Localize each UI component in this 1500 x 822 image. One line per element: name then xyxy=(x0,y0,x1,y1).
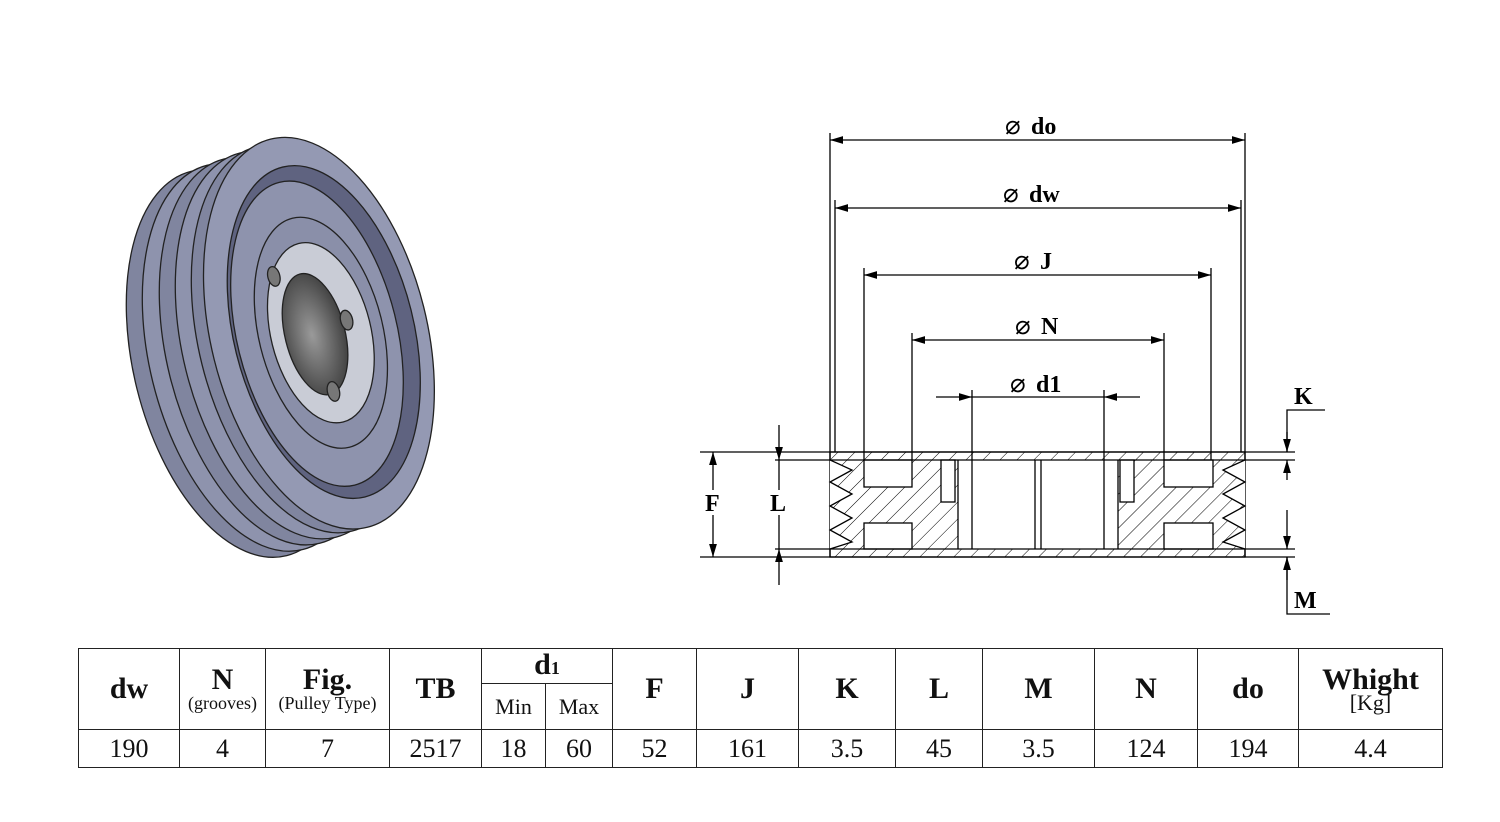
header-fig: Fig.(Pulley Type) xyxy=(265,648,390,730)
header-d1-min: Min xyxy=(481,683,546,730)
header-n-dim: N xyxy=(1094,648,1198,730)
cell-n-dim: 124 xyxy=(1094,729,1198,768)
cell-do: 194 xyxy=(1197,729,1299,768)
header-d1-label: d xyxy=(534,647,551,681)
header-d1-subscript: 1 xyxy=(550,657,560,678)
header-tb: TB xyxy=(389,648,482,730)
cell-m: 3.5 xyxy=(982,729,1095,768)
diameter-symbol-icon: ⌀ xyxy=(1014,246,1030,275)
header-fig-label: Fig. xyxy=(302,663,353,696)
cell-fig: 7 xyxy=(265,729,390,768)
cell-d1-min: 18 xyxy=(481,729,546,768)
header-m: M xyxy=(982,648,1095,730)
dim-do-label: do xyxy=(1031,114,1056,140)
cell-n: 4 xyxy=(179,729,266,768)
cell-d1-max: 60 xyxy=(545,729,613,768)
header-fig-sub: (Pulley Type) xyxy=(278,693,377,713)
dim-n-label: N xyxy=(1041,314,1059,340)
cell-weight: 4.4 xyxy=(1298,729,1443,768)
specification-table: dw N(grooves) Fig.(Pulley Type) TB d1 F … xyxy=(78,648,1443,768)
dim-d1-label: d1 xyxy=(1036,372,1061,398)
dim-j-label: J xyxy=(1040,249,1052,275)
dim-f-label: F xyxy=(705,491,720,517)
diameter-symbol-icon: ⌀ xyxy=(1015,311,1031,340)
cell-l: 45 xyxy=(895,729,983,768)
table-row: 190 4 7 2517 18 60 52 161 3.5 45 3.5 124… xyxy=(78,729,1443,768)
dim-l-label: L xyxy=(770,491,786,517)
header-d1-max: Max xyxy=(545,683,613,730)
header-do: do xyxy=(1197,648,1299,730)
cell-f: 52 xyxy=(612,729,697,768)
cell-k: 3.5 xyxy=(798,729,896,768)
header-l: L xyxy=(895,648,983,730)
dimension-labels: ⌀ do ⌀ dw ⌀ J ⌀ N ⌀ d1 F L K M xyxy=(705,111,1317,614)
diameter-symbol-icon: ⌀ xyxy=(1010,369,1026,398)
diameter-symbol-icon: ⌀ xyxy=(1003,179,1019,208)
header-weight-unit: [Kg] xyxy=(1349,690,1392,715)
cell-dw: 190 xyxy=(78,729,180,768)
dim-m-label: M xyxy=(1294,588,1317,614)
header-weight: Whight[Kg] xyxy=(1298,648,1443,730)
cell-tb: 2517 xyxy=(389,729,482,768)
header-d1: d1 xyxy=(481,647,613,684)
header-k: K xyxy=(798,648,896,730)
header-n-label: N xyxy=(211,663,234,696)
cross-section-view xyxy=(700,133,1330,615)
pulley-3d-illustration xyxy=(125,136,435,558)
header-weight-label: Whight xyxy=(1322,663,1419,696)
diameter-symbol-icon: ⌀ xyxy=(1005,111,1021,140)
cell-j: 161 xyxy=(696,729,799,768)
header-n-sub: (grooves) xyxy=(188,693,257,713)
header-f: F xyxy=(612,648,697,730)
dim-k-label: K xyxy=(1294,384,1313,410)
header-n: N(grooves) xyxy=(179,648,266,730)
header-j: J xyxy=(696,648,799,730)
header-dw: dw xyxy=(78,648,180,730)
dim-dw-label: dw xyxy=(1029,182,1060,208)
